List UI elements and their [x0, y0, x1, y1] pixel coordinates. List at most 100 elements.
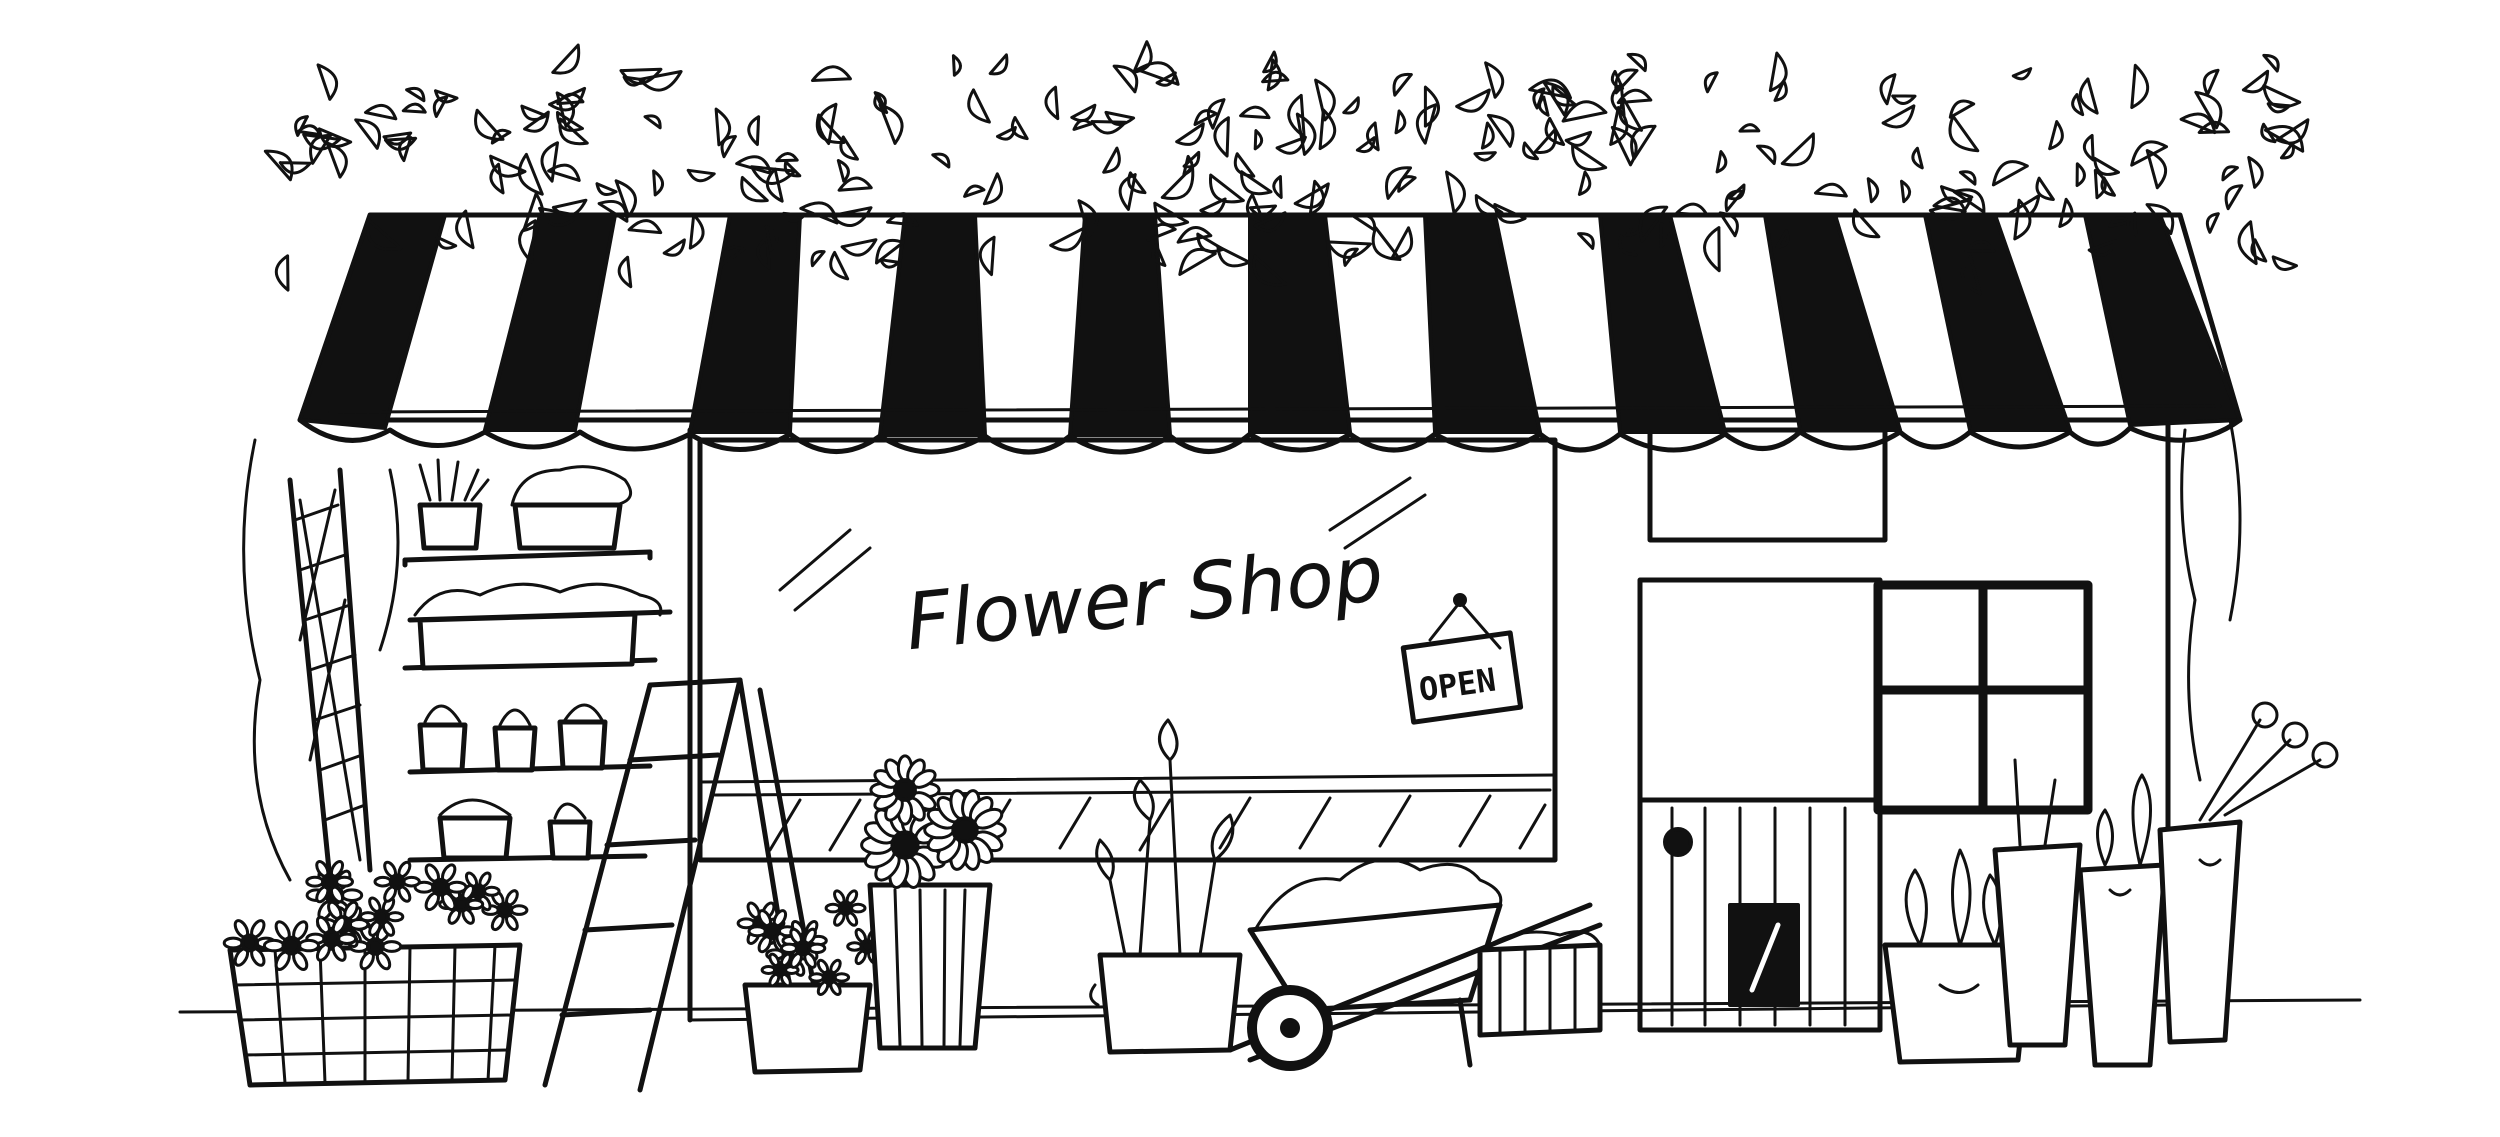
foliage-leaf	[1675, 202, 1709, 217]
foliage-leaf	[1044, 85, 1060, 121]
foliage-leaf	[382, 131, 413, 146]
foliage-leaf	[2082, 134, 2095, 162]
foliage-leaf	[1394, 109, 1407, 135]
sunflower-center	[951, 816, 979, 844]
daisy-center	[763, 922, 782, 940]
foliage-leaf	[2262, 84, 2302, 109]
foliage-leaf	[1911, 146, 1924, 170]
foliage-leaf	[756, 236, 771, 270]
foliage-leaf	[1727, 183, 1746, 201]
foliage-leaf	[538, 206, 581, 227]
foliage-leaf	[782, 211, 806, 223]
foliage-leaf	[1182, 154, 1194, 176]
foliage-leaf	[2013, 198, 2032, 241]
foliage-leaf	[1102, 146, 1121, 174]
shelf-planter-shrub	[510, 465, 633, 551]
foliage-leaf	[401, 102, 427, 114]
foliage-leaf	[1209, 173, 1245, 204]
foliage-leaf	[1952, 188, 1986, 214]
shop-window: Flower Shop	[697, 437, 1558, 863]
foliage-leaf	[963, 184, 986, 198]
crate	[1477, 930, 1603, 1038]
foliage-leaf	[735, 155, 773, 175]
foliage-leaf	[1342, 247, 1359, 267]
foliage-leaf	[2280, 141, 2295, 160]
foliage-leaf	[296, 124, 322, 137]
barrel-flower-petal	[466, 898, 485, 910]
foliage-leaf	[2093, 156, 2120, 176]
foliage-leaf	[263, 149, 294, 182]
foliage-leaf	[595, 182, 618, 196]
foliage-leaf	[1233, 152, 1256, 178]
window-lettering: Flower Shop	[901, 529, 1387, 669]
foliage-leaf	[815, 113, 846, 145]
foliage-leaf	[1738, 123, 1761, 133]
foliage-leaf	[1216, 244, 1251, 268]
foliage-leaf	[2224, 184, 2244, 211]
barrel-flower-center	[452, 896, 470, 913]
daisy-center	[837, 900, 854, 916]
foliage-leaf	[1480, 121, 1495, 150]
foliage-leaf	[1881, 104, 1916, 129]
foliage-leaf	[1010, 116, 1029, 141]
foliage-leaf	[1703, 71, 1719, 94]
barrel-flower-petal	[446, 880, 468, 894]
foliage-leaf	[1609, 106, 1629, 146]
foliage-leaf	[556, 92, 585, 106]
foliage-leaf	[1239, 105, 1271, 120]
daisy-center	[772, 962, 788, 978]
foliage-leaf	[1385, 166, 1412, 200]
barrel-flower-petal	[359, 911, 377, 923]
foliage-leaf	[540, 141, 559, 183]
barrel-flower-center	[366, 937, 385, 956]
leafy-pot	[1089, 718, 1243, 1055]
foliage-leaf	[2078, 77, 2099, 115]
foliage-leaf	[1127, 171, 1147, 195]
foliage-leaf	[1544, 116, 1566, 146]
foliage-leaf	[1090, 120, 1127, 135]
daisy-petal	[747, 925, 768, 938]
foliage-leaf	[1626, 52, 1648, 73]
barrel-flower-center	[496, 901, 514, 919]
foliage-leaf	[1958, 170, 1977, 186]
foliage-leaf	[1625, 212, 1643, 237]
foliage-leaf	[1371, 226, 1402, 261]
foliage-leaf	[1522, 141, 1539, 161]
foliage-leaf	[2093, 168, 2107, 200]
upper-window	[1647, 427, 1888, 543]
foliage-leaf	[1199, 197, 1227, 216]
foliage-leaf	[405, 86, 426, 103]
foliage-leaf	[836, 159, 850, 183]
foliage-leaf	[1118, 173, 1137, 211]
tulip-vase-tall-3	[2157, 819, 2243, 1045]
foliage-leaf	[931, 152, 951, 169]
foliage-leaf	[2071, 93, 2085, 117]
barrel-flower-center	[322, 929, 341, 948]
foliage-leaf	[365, 218, 403, 251]
foliage-leaf	[555, 91, 576, 128]
rooftop-foliage	[263, 40, 2310, 296]
foliage-leaf	[1366, 121, 1380, 152]
foliage-leaf	[2202, 68, 2220, 96]
foliage-leaf	[558, 117, 589, 146]
foliage-leaf	[1577, 170, 1592, 196]
foliage-leaf	[1415, 103, 1438, 145]
foliage-leaf	[967, 88, 991, 124]
foliage-leaf	[1287, 93, 1306, 138]
foliage-leaf	[1293, 182, 1330, 209]
foliage-leaf	[1132, 40, 1153, 74]
foliage-leaf	[2126, 211, 2138, 237]
foliage-leaf	[714, 107, 732, 147]
foliage-leaf	[988, 53, 1009, 76]
foliage-leaf	[1240, 170, 1273, 196]
foliage-leaf	[2179, 112, 2217, 135]
foliage-leaf	[873, 91, 887, 111]
barrel-flower-center	[240, 933, 259, 953]
barrel-flower-petal	[509, 904, 529, 916]
foliage-leaf	[489, 162, 505, 195]
foliage-leaf	[2145, 149, 2168, 190]
foliage-leaf	[617, 255, 633, 289]
foliage-leaf	[2108, 216, 2131, 228]
foliage-leaf	[1718, 211, 1739, 238]
foliage-leaf	[2247, 156, 2264, 189]
